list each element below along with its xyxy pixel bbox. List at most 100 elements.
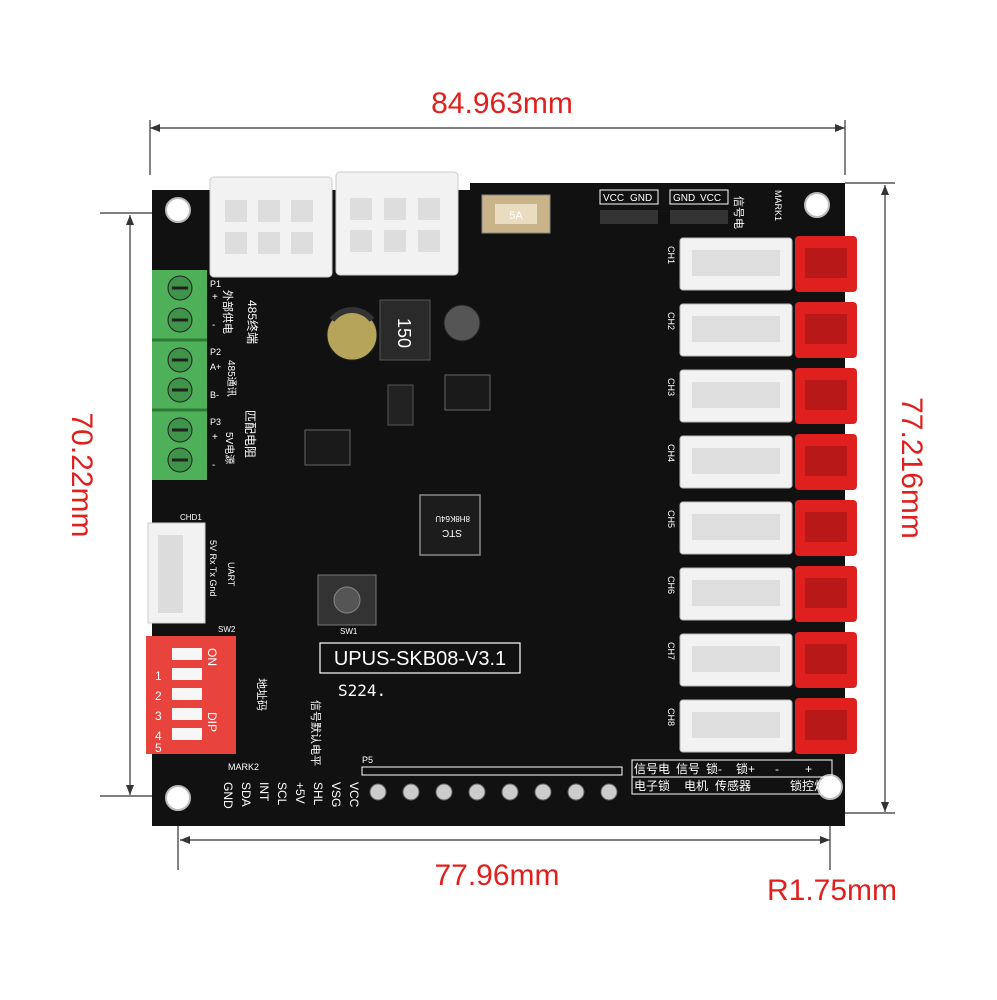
bottom-pin-label: GND <box>221 782 235 809</box>
mount-hole-bl <box>165 785 191 811</box>
sensor-connector-socket <box>692 514 780 540</box>
mcu-part: 8H8K64U <box>435 514 470 523</box>
bottom-pin-label: INT <box>257 782 271 802</box>
legend-top-5: - <box>775 762 779 776</box>
top-headers: VCC GND GND VCC 信号电 <box>599 189 745 229</box>
bottom-pin-label: VCC <box>347 782 361 808</box>
terminal-p2-pin2: B- <box>210 390 219 400</box>
top-header-left-1: VCC <box>603 193 624 204</box>
p5-header: P5 <box>361 755 623 776</box>
lock-connector-socket <box>805 710 847 740</box>
power-connector-h1 <box>209 176 333 278</box>
board-batch: S224. <box>338 681 386 700</box>
mount-hole-tl <box>165 197 191 223</box>
dim-width-bottom: 77.96mm <box>434 859 559 892</box>
lock-connector-socket <box>805 578 847 608</box>
terminal-labels: P1 + - 外部供电 P2 A+ B- 485通讯 P3 + - 5V电源 4… <box>210 279 260 471</box>
mark2-label: MARK2 <box>228 762 259 772</box>
legend-top-2: 信号 <box>676 762 700 776</box>
screw-terminals <box>152 270 207 480</box>
channel-legend: 信号电 信号 锁- 锁+ - + 电子锁 电机 传感器 锁控灯 <box>631 759 833 795</box>
channel-label: CH4 <box>666 444 676 462</box>
dip-number-4: 4 <box>155 729 162 743</box>
p5-pin <box>369 783 387 801</box>
match-resistor-label: 匹配电阻 <box>243 410 257 458</box>
terminal-p3-pin2: - <box>212 460 215 471</box>
channel-label: CH7 <box>666 642 676 660</box>
terminal-p2-ref: P2 <box>210 347 221 357</box>
rs485-terminal-label: 485终端 <box>245 300 260 344</box>
p5-pin <box>435 783 453 801</box>
terminal-p3-pin1: + <box>212 432 218 443</box>
dip-on-label: ON <box>205 648 219 666</box>
uart-connector: CHD1 5V Rx Tx Gnd UART <box>147 513 236 624</box>
dip-number-2: 2 <box>155 689 162 703</box>
p5-pin <box>468 783 486 801</box>
switch-ref: SW1 <box>340 627 358 636</box>
board-model: UPUS-SKB08-V3.1 <box>334 648 506 670</box>
dip-number-3: 3 <box>155 709 162 723</box>
lock-connector-socket <box>805 512 847 542</box>
bottom-pin-label: VSG <box>329 782 343 807</box>
sensor-connector-socket <box>692 250 780 276</box>
sensor-connector-socket <box>692 448 780 474</box>
legend-top-3: 锁- <box>706 761 722 776</box>
pcb-board: MARK1 MARK2 <box>152 183 845 826</box>
terminal-p3-label: 5V电源 <box>223 432 236 464</box>
dim-hole-radius: R1.75mm <box>767 874 897 907</box>
lock-connector-socket <box>805 248 847 278</box>
lock-connector-socket <box>805 446 847 476</box>
tactile-switch: SW1 <box>317 574 377 636</box>
channel-3: CH3 <box>666 368 857 424</box>
p5-ref: P5 <box>362 755 373 765</box>
p5-pin <box>501 783 519 801</box>
terminal-p1-pin1: + <box>212 292 218 303</box>
dim-height-left: 70.22mm <box>65 412 98 537</box>
terminal-p2-pin1: A+ <box>210 362 221 372</box>
channel-label: CH5 <box>666 510 676 528</box>
address-code-label: 地址码 <box>255 678 269 711</box>
sensor-connector-socket <box>692 646 780 672</box>
channel-label: CH2 <box>666 312 676 330</box>
uart-title: UART <box>226 562 236 587</box>
mark1-label: MARK1 <box>773 190 783 221</box>
p5-pins <box>369 783 618 801</box>
fuse: 5A <box>481 194 551 234</box>
p5-pin <box>600 783 618 801</box>
top-header-right-2: VCC <box>700 193 721 204</box>
mcu-brand: STC <box>442 527 462 538</box>
bottom-pin-label: SHL <box>311 782 325 806</box>
terminal-p1-pin2: - <box>212 320 215 331</box>
uart-pin-labels: 5V Rx Tx Gnd <box>208 540 218 596</box>
mount-hole-tr <box>804 192 830 218</box>
terminal-p1-label: 外部供电 <box>221 290 235 334</box>
legend-bottom-2: 电机 <box>684 779 708 793</box>
p5-pin <box>402 783 420 801</box>
dip-ref: SW2 <box>218 625 236 634</box>
channel-8: CH8 <box>666 698 857 754</box>
bottom-pin-label: SDA <box>239 782 253 807</box>
legend-bottom-3: 传感器 <box>715 778 751 793</box>
channel-1: CH1 <box>666 236 857 292</box>
power-connector-h2 <box>335 171 459 276</box>
mcu-chip: STC 8H8K64U <box>419 494 481 556</box>
sensor-connector-socket <box>692 712 780 738</box>
signal-power-label: 信号电 <box>732 196 745 229</box>
channel-6: CH6 <box>666 566 857 622</box>
sensor-connector-socket <box>692 382 780 408</box>
bottom-pin-label: +5V <box>293 782 307 804</box>
top-header-right-1: GND <box>673 193 695 204</box>
fuse-code: 5A <box>509 210 523 222</box>
dip-dip-label: DIP <box>205 712 219 732</box>
dip-number-5: 5 <box>155 741 162 755</box>
sensor-connector-socket <box>692 580 780 606</box>
channel-7: CH7 <box>666 632 857 688</box>
lock-connector-socket <box>805 644 847 674</box>
terminal-p2-label: 485通讯 <box>225 360 237 397</box>
legend-top-1: 信号电 <box>634 762 670 776</box>
lock-connector-socket <box>805 380 847 410</box>
power-components: 150 <box>304 299 491 466</box>
channel-5: CH5 <box>666 500 857 556</box>
